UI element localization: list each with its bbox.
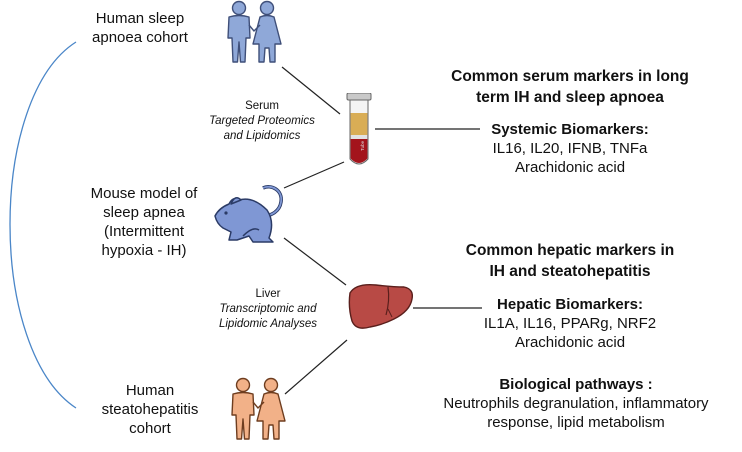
serum-results-heading: Common serum markers in long term IH and… <box>420 66 720 108</box>
pathways-panel: Biological pathways : Neutrophils degran… <box>420 375 732 432</box>
cohort-sleep-apnoea-line-2: apnoea cohort <box>92 29 188 46</box>
connector-mouse-to-liver <box>283 237 347 286</box>
liver-title: Liver <box>255 288 281 300</box>
pathways-heading: Biological pathways : <box>499 376 653 393</box>
cohort-mouse-model-label: Mouse model of sleep apnea (Intermittent… <box>80 184 208 260</box>
cohort-steatohepatitis-line-1: Human <box>125 382 175 399</box>
liver-icon <box>348 283 414 329</box>
cohort-mouse-model-line-1: Mouse model of <box>90 185 198 202</box>
hepatic-results-heading-line-1: Common hepatic markers in <box>465 242 675 259</box>
serum-results-heading-line-1: Common serum markers in long <box>451 68 689 85</box>
hepatic-biomarkers-line-1: IL1A, IL16, PPARg, NRF2 <box>483 315 657 332</box>
people-blue-icon <box>227 0 282 63</box>
pathways-line-1: Neutrophils degranulation, inflammatory <box>443 395 709 412</box>
liver-method-label: Liver Transcriptomic and Lipidomic Analy… <box>200 287 336 332</box>
cohort-mouse-model-line-2: sleep apnea <box>103 204 185 221</box>
hepatic-results-heading: Common hepatic markers in IH and steatoh… <box>420 240 720 282</box>
cohort-steatohepatitis-line-2: steatohepatitis <box>101 401 199 418</box>
hepatic-results-panel: Common hepatic markers in IH and steatoh… <box>420 240 720 352</box>
test-tube-icon: Tube <box>346 93 372 165</box>
hepatic-biomarkers-heading: Hepatic Biomarkers: <box>497 296 643 313</box>
serum-method-line-2: and Lipidomics <box>223 130 301 142</box>
cohort-steatohepatitis-label: Human steatohepatitis cohort <box>80 381 220 438</box>
serum-results-panel: Common serum markers in long term IH and… <box>420 66 720 177</box>
connector-mouse-to-serum <box>283 161 345 189</box>
serum-results-heading-line-2: term IH and sleep apnoea <box>476 89 664 106</box>
serum-title: Serum <box>245 100 279 112</box>
tube-label: Tube <box>360 140 365 151</box>
liver-method-line-2: Lipidomic Analyses <box>218 318 317 330</box>
systemic-biomarkers-heading: Systemic Biomarkers: <box>491 121 649 138</box>
systemic-biomarkers-line-2: Arachidonic acid <box>514 159 626 176</box>
hepatic-biomarkers-line-2: Arachidonic acid <box>514 334 626 351</box>
cohort-mouse-model-line-3: (Intermittent <box>103 223 185 240</box>
cohort-sleep-apnoea-label: Human sleep apnoea cohort <box>70 9 210 47</box>
people-orange-icon <box>231 377 286 440</box>
serum-method-line-1: Targeted Proteomics <box>209 115 315 127</box>
cohort-arc <box>9 41 77 409</box>
connector-steato-to-liver <box>284 339 348 395</box>
connector-sleep-to-serum <box>281 66 341 115</box>
liver-method-line-1: Transcriptomic and <box>219 303 317 315</box>
hepatic-results-heading-line-2: IH and steatohepatitis <box>489 263 651 280</box>
cohort-mouse-model-line-4: hypoxia - IH) <box>101 242 187 259</box>
pathways-line-2: response, lipid metabolism <box>487 414 665 431</box>
systemic-biomarkers-line-1: IL16, IL20, IFNB, TNFa <box>492 140 648 157</box>
mouse-icon <box>214 185 283 243</box>
cohort-steatohepatitis-line-3: cohort <box>129 420 171 437</box>
cohort-sleep-apnoea-line-1: Human sleep <box>95 10 185 27</box>
serum-method-label: Serum Targeted Proteomics and Lipidomics <box>194 99 330 144</box>
